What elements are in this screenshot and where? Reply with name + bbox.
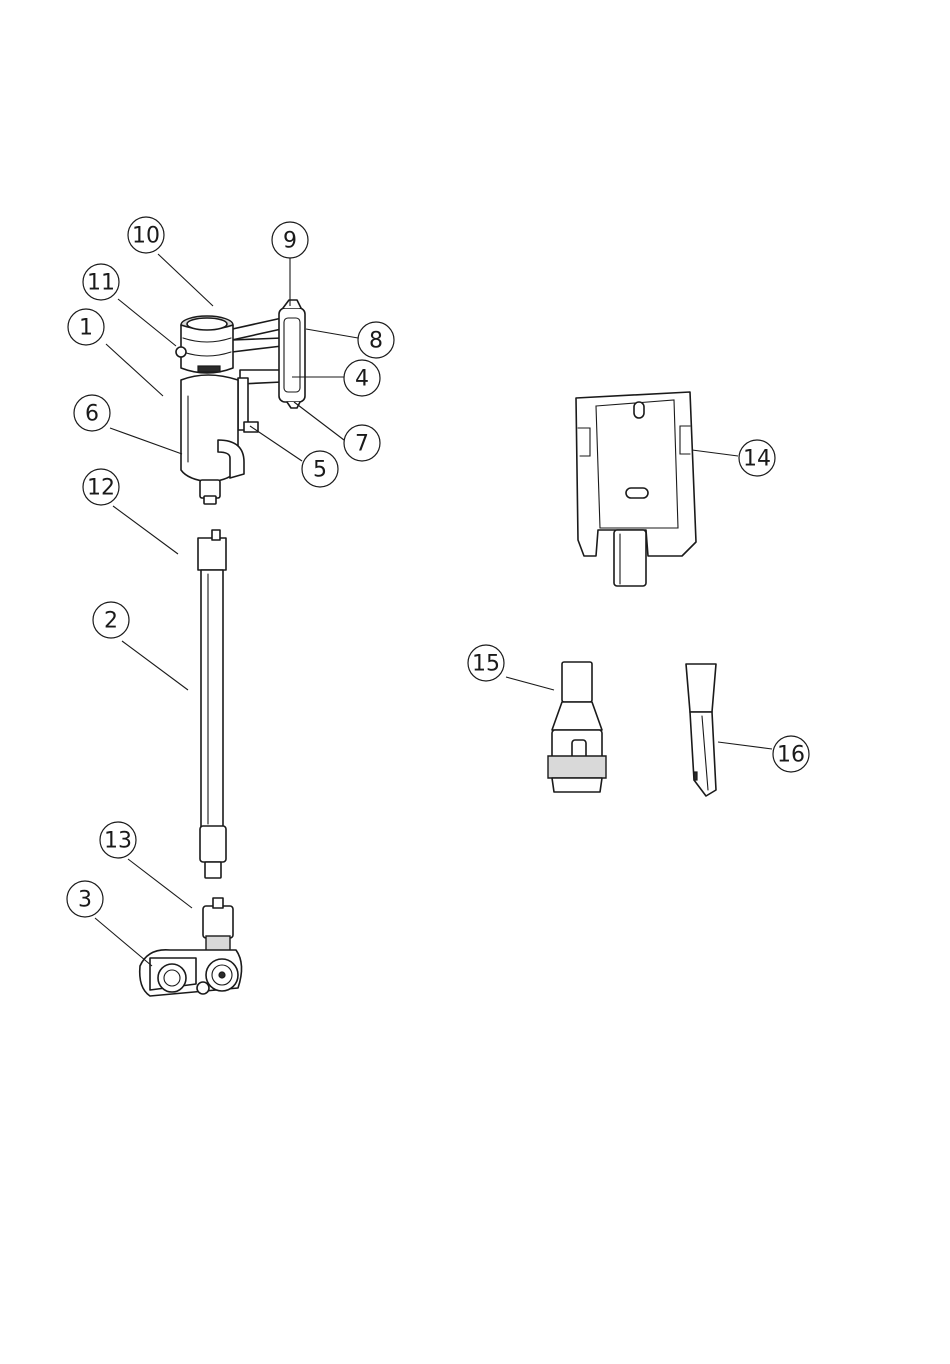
leader-3 (95, 918, 152, 966)
callout-3: 3 (67, 881, 103, 917)
leader-8 (306, 329, 358, 338)
leader-11 (118, 299, 176, 346)
callout-11: 11 (83, 264, 119, 300)
callout-label-3: 3 (78, 888, 92, 913)
brush-tool (548, 662, 606, 792)
callout-6: 6 (74, 395, 110, 431)
callout-label-10: 10 (132, 224, 160, 249)
leader-7 (294, 402, 344, 440)
callout-15: 15 (468, 645, 504, 681)
wall-bracket (576, 392, 696, 586)
leader-5 (250, 426, 302, 461)
callout-label-13: 13 (104, 829, 132, 854)
callout-label-8: 8 (369, 329, 383, 354)
leader-14 (692, 450, 738, 456)
leader-13 (128, 859, 192, 908)
callout-1: 1 (68, 309, 104, 345)
callout-label-16: 16 (777, 743, 805, 768)
leader-12 (113, 506, 178, 554)
main-unit (176, 300, 305, 504)
callout-label-6: 6 (85, 402, 99, 427)
leader-16 (718, 742, 772, 749)
callout-13: 13 (100, 822, 136, 858)
callout-16: 16 (773, 736, 809, 772)
callout-label-7: 7 (355, 432, 369, 457)
callout-label-5: 5 (313, 458, 327, 483)
callout-label-14: 14 (743, 447, 771, 472)
callout-label-15: 15 (472, 652, 500, 677)
callout-8: 8 (358, 322, 394, 358)
callout-14: 14 (739, 440, 775, 476)
extension-tube (198, 530, 226, 878)
floor-brush (140, 898, 242, 996)
callout-7: 7 (344, 425, 380, 461)
callout-2: 2 (93, 602, 129, 638)
leader-10 (158, 254, 213, 306)
leader-6 (110, 428, 182, 454)
crevice-tool (686, 664, 716, 796)
leader-2 (122, 641, 188, 690)
callout-label-4: 4 (355, 367, 369, 392)
callout-4: 4 (344, 360, 380, 396)
leader-1 (106, 344, 163, 396)
callout-12: 12 (83, 469, 119, 505)
callout-9: 9 (272, 222, 308, 258)
callout-5: 5 (302, 451, 338, 487)
callout-label-1: 1 (79, 316, 93, 341)
callout-label-9: 9 (283, 229, 297, 254)
leader-15 (506, 677, 554, 690)
callout-label-11: 11 (87, 271, 115, 296)
callout-label-2: 2 (104, 609, 118, 634)
callout-label-12: 12 (87, 476, 115, 501)
callout-10: 10 (128, 217, 164, 253)
